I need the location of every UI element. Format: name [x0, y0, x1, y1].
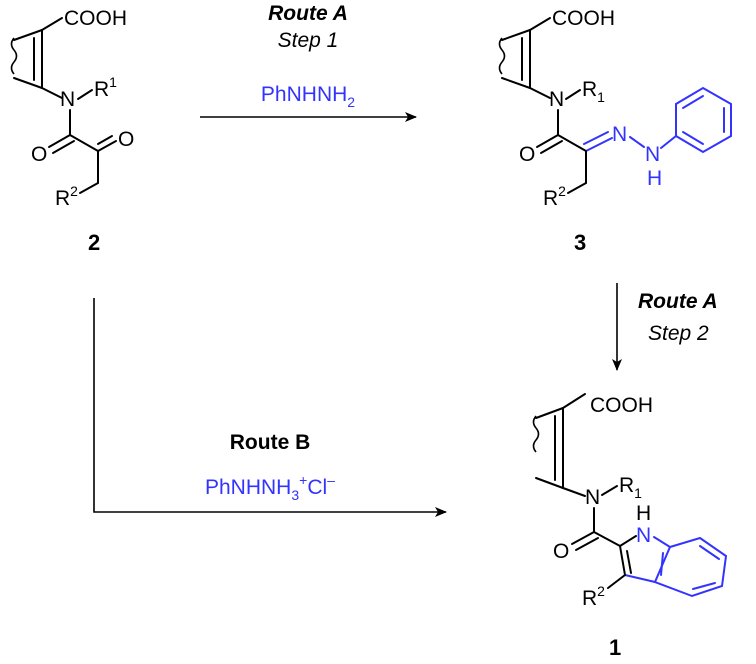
indole-c2-c3-bond	[619, 545, 626, 576]
ch2-r2-bond	[79, 182, 99, 194]
ketone-double-bond	[97, 140, 117, 152]
oxygen-label: O	[553, 540, 569, 563]
c3-r2-bond	[607, 574, 626, 589]
compound-3: COOH N R1 O N N H R2 3	[498, 7, 732, 255]
carbonyl-double-bond	[48, 134, 71, 148]
r1-label: R1	[582, 78, 605, 105]
r1-label: R1	[619, 474, 642, 501]
route-a-title-step2: Route A	[638, 290, 718, 313]
imine-n-label: N	[612, 123, 627, 146]
indole-n-c7a-bond	[653, 536, 671, 548]
reaction-arrow-route-b	[93, 298, 447, 517]
reagent-phenylhydrazine-hcl: PhNHNH3+Cl–	[205, 472, 335, 503]
phenyl-inner-bond	[682, 131, 704, 145]
compound-1: COOH N R1 O H N R2 1	[532, 393, 728, 660]
ring-bond	[13, 77, 43, 89]
route-a-step-label: Step 1	[278, 29, 339, 52]
route-a-step2: Route A Step 2	[612, 283, 718, 371]
carbonyl-double-bond-2	[540, 140, 563, 154]
route-a-step2-label: Step 2	[648, 322, 709, 345]
ring-bond	[501, 77, 531, 89]
route-b-title: Route B	[230, 431, 311, 454]
carbonyl-double-bond	[536, 134, 559, 148]
compound-number-2: 2	[88, 230, 100, 255]
hydrazone-double-bond	[585, 137, 613, 152]
route-a-title: Route A	[268, 2, 348, 25]
indole-h-label: H	[636, 502, 651, 525]
n-phenyl-bond	[660, 135, 677, 149]
oxygen-label: O	[519, 143, 535, 166]
carbonyl-double-bond	[571, 531, 595, 545]
acid-bond	[562, 393, 586, 409]
benzene-inner-bond	[692, 582, 716, 590]
nitrogen-label: N	[585, 486, 600, 509]
nitrogen-label: N	[549, 88, 564, 111]
reagent-phenylhydrazine: PhNHNH2	[261, 83, 355, 110]
n-n-bond	[629, 136, 645, 148]
r2-label: R2	[582, 583, 605, 610]
n-r1-bond	[77, 89, 93, 100]
route-b: Route B PhNHNH3+Cl–	[93, 298, 447, 517]
ring-bond	[535, 477, 564, 489]
c-indole-bond	[593, 531, 621, 547]
hydrazone-double-bond-2	[583, 131, 609, 145]
ring-bond	[13, 29, 43, 41]
acid-label: COOH	[64, 7, 127, 30]
indole-benzene-ring	[653, 536, 728, 598]
r2-label: R2	[543, 183, 566, 210]
r2-label: R2	[55, 183, 78, 210]
n-r1-bond	[565, 89, 581, 100]
acid-label: COOH	[552, 7, 615, 30]
carbonyl-double-bond-2	[575, 537, 599, 551]
wavy-bond	[532, 415, 540, 453]
nh-h-label: H	[647, 167, 662, 190]
acid-label: COOH	[590, 394, 653, 417]
indole-n-label: N	[636, 524, 651, 547]
oxygen-label-2: O	[118, 128, 134, 151]
r1-label: R1	[94, 74, 117, 101]
nh-n-label: N	[645, 143, 660, 166]
compound-number-1: 1	[609, 635, 621, 660]
c-c-bond	[557, 134, 587, 152]
acid-bond	[529, 17, 551, 31]
oxygen-label-1: O	[31, 143, 47, 166]
benzene-inner-bond	[660, 552, 664, 576]
indole-c2-c3-inner	[626, 550, 632, 574]
wavy-bond	[10, 37, 18, 75]
n-bond	[562, 487, 586, 497]
ch2-r2-bond	[567, 182, 587, 194]
compound-2: COOH N R1 O O R2 2	[10, 7, 134, 255]
carbonyl-double-bond-2	[52, 140, 75, 154]
n-bond	[529, 87, 551, 99]
nitrogen-label: N	[60, 88, 75, 111]
route-a-step1: Route A Step 1 PhNHNH2	[200, 2, 417, 122]
ketone-double-bond-2	[97, 135, 113, 145]
indole-c3-c3a-bond	[624, 574, 656, 583]
ring-bond	[501, 29, 531, 41]
n-bond	[41, 87, 63, 99]
phenyl-inner-bond	[682, 95, 704, 109]
benzene-inner-bond	[699, 545, 720, 560]
ring-bond	[535, 407, 564, 419]
compound-number-3: 3	[574, 230, 586, 255]
indole-c2-n-bond	[619, 535, 637, 547]
phenyl-ring	[675, 86, 732, 154]
n-r1-bond	[601, 485, 618, 496]
c-c-bond	[69, 134, 99, 152]
acid-bond	[41, 17, 63, 31]
wavy-bond	[498, 37, 506, 75]
